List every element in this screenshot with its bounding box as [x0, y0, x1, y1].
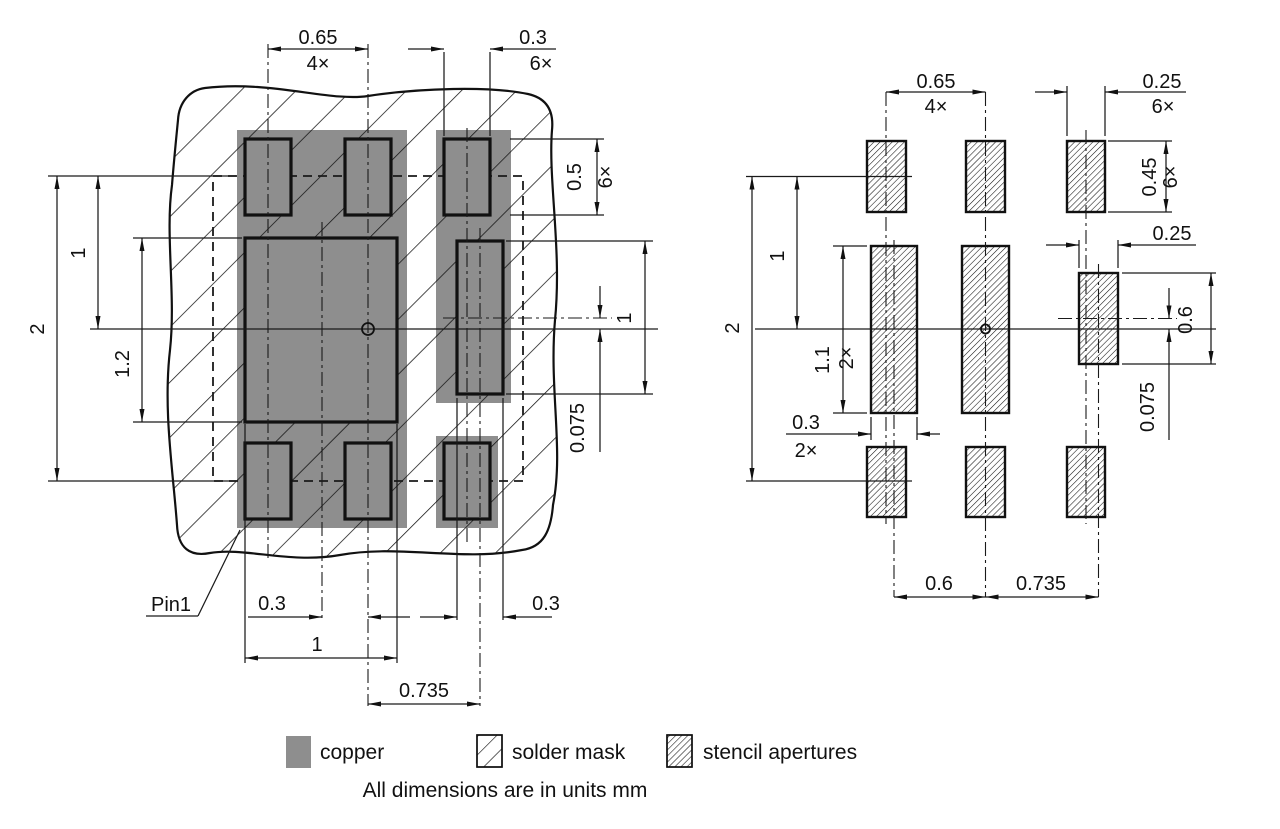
- dim-thermal-aperture-width-count: 2×: [795, 440, 818, 462]
- stencil-aperture-bottom-1: [865, 445, 908, 519]
- stencil-aperture-bottom-2: [964, 445, 1007, 519]
- right-dimension-lines: [749, 89, 1214, 600]
- stencil-view: 0.65 4× 0.25 6× 0.45 6× 0.25 0.6 0.075 2…: [722, 71, 1216, 600]
- legend-swatch-copper: [286, 736, 311, 768]
- left-dimension-labels: 0.65 4× 0.3 6× 0.5 6× 2 1 1.2 1 0.075 Pi…: [27, 27, 636, 702]
- dim-aperture-height-count: 6×: [1160, 166, 1182, 189]
- dim-side-aperture-height: 0.6: [1175, 306, 1197, 334]
- stencil-aperture-top-3: [1065, 139, 1107, 214]
- pin1-leader: [197, 529, 241, 617]
- units-note: All dimensions are in units mm: [363, 779, 648, 802]
- stencil-origin-marker: [980, 323, 991, 335]
- dim-pad-width: 0.3: [519, 27, 547, 49]
- dim-col2-to-side: 0.735: [399, 680, 449, 702]
- dim-aperture-width-count: 6×: [1152, 96, 1175, 118]
- dim-thermal-aperture-height-count: 2×: [836, 347, 858, 370]
- dim-stencil-center-offset: 0.075: [1137, 382, 1159, 432]
- right-dimension-labels: 0.65 4× 0.25 6× 0.45 6× 0.25 0.6 0.075 2…: [722, 71, 1197, 595]
- dim-pad-height: 0.5: [564, 163, 586, 191]
- dim-thermal-aperture-width: 0.3: [792, 412, 820, 434]
- dim-aperture-width: 0.25: [1143, 71, 1182, 93]
- dim-pad-pitch: 0.65: [299, 27, 338, 49]
- dim-row-to-center: 1: [68, 247, 90, 258]
- copper-solder-mask-view: 0.65 4× 0.3 6× 0.5 6× 2 1 1.2 1 0.075 Pi…: [27, 27, 658, 707]
- dim-row-span: 2: [27, 323, 49, 334]
- left-extension-lines: [48, 52, 653, 663]
- legend-swatch-stencil-hatch: [666, 734, 693, 768]
- dim-center-offset: 0.075: [567, 403, 589, 453]
- legend: copper solder mask stencil apertures All…: [286, 734, 857, 802]
- dim-thermal-aperture-spacing: 0.6: [925, 573, 953, 595]
- dim-thermal-aperture-height: 1.1: [812, 346, 834, 374]
- dim-stencil-row-to-center: 1: [767, 250, 789, 261]
- dim-side-pad-width: 0.3: [532, 593, 560, 615]
- pad-opening-top-3: [442, 137, 492, 217]
- dim-pad-height-count: 6×: [595, 166, 617, 189]
- dim-side-aperture-width: 0.25: [1153, 223, 1192, 245]
- dim-thermal-height: 1.2: [112, 350, 134, 378]
- legend-label-copper: copper: [320, 741, 384, 764]
- origin-marker: [361, 322, 375, 336]
- dim-aperture-pitch-count: 4×: [925, 96, 948, 118]
- dim-stencil-col2-to-side: 0.735: [1016, 573, 1066, 595]
- dim-side-pad-height: 1: [614, 312, 636, 323]
- thermal-pad-opening: [243, 236, 399, 424]
- right-centerlines: [746, 92, 1216, 597]
- dim-aperture-pitch: 0.65: [917, 71, 956, 93]
- dim-thermal-width: 1: [311, 634, 322, 656]
- dim-aperture-height: 0.45: [1139, 158, 1161, 197]
- left-dimension-lines: [54, 46, 648, 707]
- pin1-label: Pin1: [151, 594, 191, 616]
- legend-swatch-solder-mask-hatch: [476, 734, 503, 768]
- legend-label-stencil: stencil apertures: [703, 741, 857, 764]
- legend-label-solder-mask: solder mask: [512, 741, 626, 764]
- left-centerlines: [90, 44, 658, 706]
- dim-thermal-center-to-col2: 0.3: [258, 593, 286, 615]
- dim-stencil-row-span: 2: [722, 322, 744, 333]
- dim-pad-pitch-count: 4×: [307, 53, 330, 75]
- dim-pad-width-count: 6×: [530, 53, 553, 75]
